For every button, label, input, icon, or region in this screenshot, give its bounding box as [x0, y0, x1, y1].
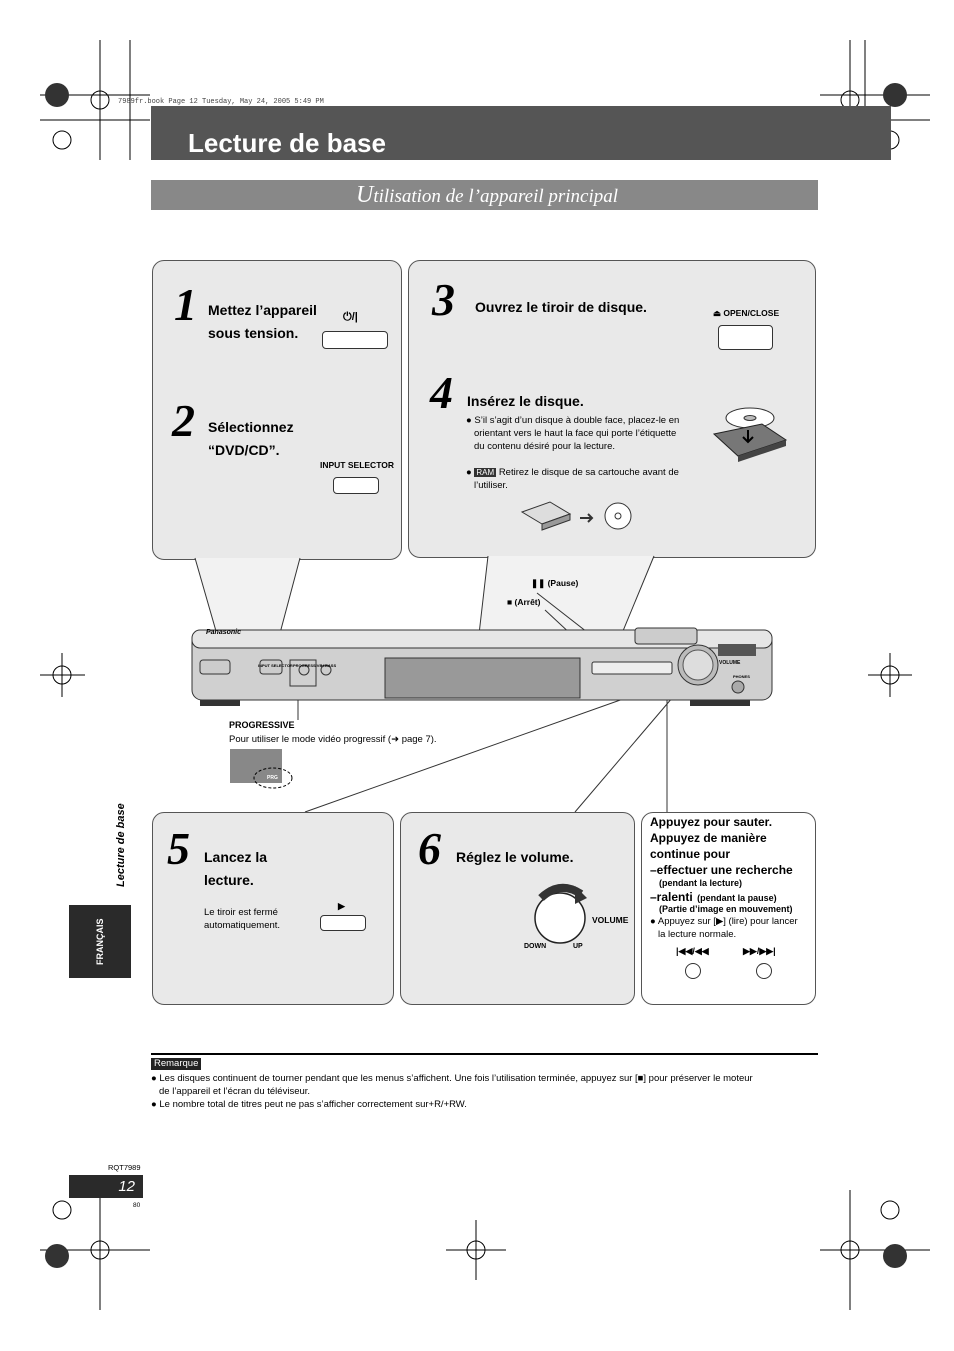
stop-callout: ■ (Arrêt)	[507, 597, 541, 607]
panel-skip	[641, 812, 816, 1005]
side-section-label: Lecture de base	[115, 803, 127, 887]
model-number: RQT7989	[108, 1163, 141, 1172]
prg-display-illustration	[230, 749, 293, 789]
panel-step-5	[152, 812, 394, 1005]
volume-down-label: DOWN	[524, 943, 547, 950]
step-4-bullet-2: ● RAM Retirez le disque de sa cartouche …	[466, 467, 679, 491]
progressive-callout-desc: Pour utiliser le mode vidéo progressif (…	[229, 734, 437, 745]
input-selector-label: INPUT SELECTOR	[320, 460, 394, 470]
skip-slow: –ralenti (pendant la pause)	[650, 890, 777, 904]
remarque-divider	[151, 1053, 818, 1055]
brand-logo: Panasonic	[206, 629, 242, 636]
skip-play-note: ● Appuyez sur [▶] (lire) pour lancer la …	[650, 916, 798, 940]
panel-step-6	[400, 812, 635, 1005]
progressive-callout-title: PROGRESSIVE	[229, 720, 295, 730]
ram-badge: RAM	[474, 468, 497, 477]
play-label: ▶	[338, 901, 345, 911]
volume-knob-illustration	[534, 884, 587, 944]
subtitle-bar	[151, 180, 818, 210]
skip-during-play: (pendant la lecture)	[659, 878, 743, 888]
file-header: 7989fr.book Page 12 Tuesday, May 24, 200…	[118, 98, 324, 106]
remarque-note-2: ● Le nombre total de titres peut ne pas …	[151, 1099, 467, 1110]
disc-tray-illustration	[712, 407, 788, 462]
device-phones-label: PHONES	[733, 674, 750, 679]
prg-indicator: PRG	[267, 775, 278, 781]
cartouche-illustration	[520, 501, 632, 531]
page-number: 12	[118, 1178, 135, 1195]
prev-skip-button[interactable]	[685, 963, 701, 979]
side-language-tab	[69, 905, 131, 978]
next-skip-label: ▶▶/▶▶|	[743, 946, 776, 956]
page-number-badge	[69, 1175, 143, 1198]
device-hbass-label: H.BASS	[321, 663, 337, 668]
device-volume-label: VOLUME	[719, 660, 741, 666]
sub-page-number: 80	[133, 1202, 141, 1209]
power-button[interactable]	[322, 331, 388, 349]
panel-steps-1-2	[152, 260, 402, 560]
remarque-note-1: ● Les disques continuent de tourner pend…	[151, 1073, 753, 1097]
prev-skip-label: |◀◀/◀◀	[676, 946, 709, 956]
step-4-bullet-1: ● S’il s’agit d’un disque à double face,…	[466, 415, 680, 452]
step-2-number: 2	[172, 395, 195, 446]
power-label: ⏻/|	[343, 311, 358, 323]
step-4-text: Insérez le disque.	[467, 393, 584, 409]
play-button[interactable]	[320, 915, 366, 931]
next-skip-button[interactable]	[756, 963, 772, 979]
step-4-number: 4	[430, 367, 453, 418]
header-bar	[151, 106, 891, 160]
step-2-text: Sélectionnez“DVD/CD”.	[208, 419, 294, 458]
step-3-number: 3	[432, 274, 455, 325]
skip-motion: (Partie d’image en mouvement)	[659, 904, 793, 914]
step-5-number: 5	[167, 823, 190, 874]
pause-callout: ❚❚ (Pause)	[531, 578, 579, 588]
step-6-text: Réglez le volume.	[456, 849, 574, 865]
subtitle: Utilisation de l’appareil principal	[356, 182, 619, 208]
input-selector-button[interactable]	[333, 477, 379, 494]
device-front-panel	[191, 627, 773, 706]
device-progressive-label: PROGRESSIVE	[293, 663, 323, 668]
page-title: Lecture de base	[188, 128, 386, 158]
step-1-number: 1	[174, 279, 197, 330]
step-6-number: 6	[418, 823, 441, 874]
side-language-label: FRANÇAIS	[95, 918, 105, 965]
step-3-text: Ouvrez le tiroir de disque.	[475, 299, 647, 315]
skip-instructions: Appuyez pour sauter. Appuyez de manière …	[650, 815, 793, 877]
open-close-label: ⏏ OPEN/CLOSE	[713, 308, 780, 318]
volume-knob-label: VOLUME	[592, 915, 629, 925]
remarque-badge: Remarque	[151, 1058, 202, 1070]
open-close-button[interactable]	[718, 325, 773, 350]
volume-up-label: UP	[573, 943, 583, 950]
device-input-selector-label: INPUT SELECTOR	[258, 663, 293, 668]
